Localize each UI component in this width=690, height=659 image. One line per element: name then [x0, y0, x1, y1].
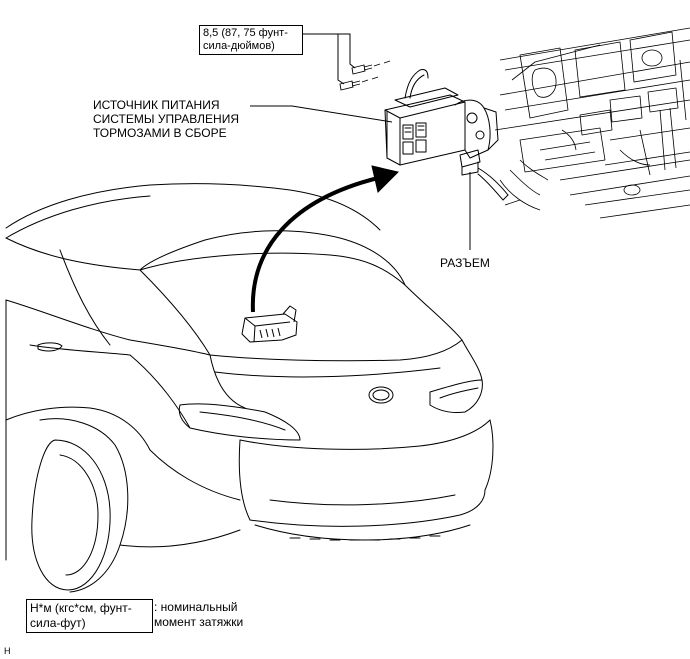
- component-label: ИСТОЧНИК ПИТАНИЯ СИСТЕМЫ УПРАВЛЕНИЯ ТОРМ…: [93, 98, 239, 140]
- relocation-arrow: [250, 165, 399, 313]
- leader-lines: [250, 33, 471, 250]
- vehicle-floor-structure: [494, 27, 690, 219]
- car-illustration: [5, 183, 494, 593]
- component-label-line2: СИСТЕМЫ УПРАВЛЕНИЯ: [93, 112, 240, 126]
- legend-description: : номинальный момент затяжки: [154, 600, 243, 630]
- legend-unit-box: Н*м (кгс*см, фунт- сила-фут): [26, 599, 153, 633]
- torque-callout-line2: сила-дюймов): [203, 40, 275, 52]
- connector-label: РАЗЪЕМ: [440, 256, 490, 270]
- torque-callout-line1: 8,5 (87, 75 фунт-: [203, 27, 288, 39]
- component-label-line3: ТОРМОЗАМИ В СБОРЕ: [93, 126, 227, 140]
- legend-unit-line1: Н*м (кгс*см, фунт-: [30, 601, 132, 615]
- legend-unit-line2: сила-фут): [30, 616, 86, 630]
- brake-power-supply-assembly: [384, 69, 509, 201]
- torque-callout: 8,5 (87, 75 фунт- сила-дюймов): [199, 25, 303, 55]
- legend-description-line1: : номинальный: [154, 600, 238, 614]
- bolts: [339, 60, 391, 91]
- component-label-line1: ИСТОЧНИК ПИТАНИЯ: [93, 98, 220, 112]
- small-module-illustration: [241, 305, 298, 343]
- figure-code: H: [4, 646, 11, 656]
- legend-description-line2: момент затяжки: [154, 615, 244, 629]
